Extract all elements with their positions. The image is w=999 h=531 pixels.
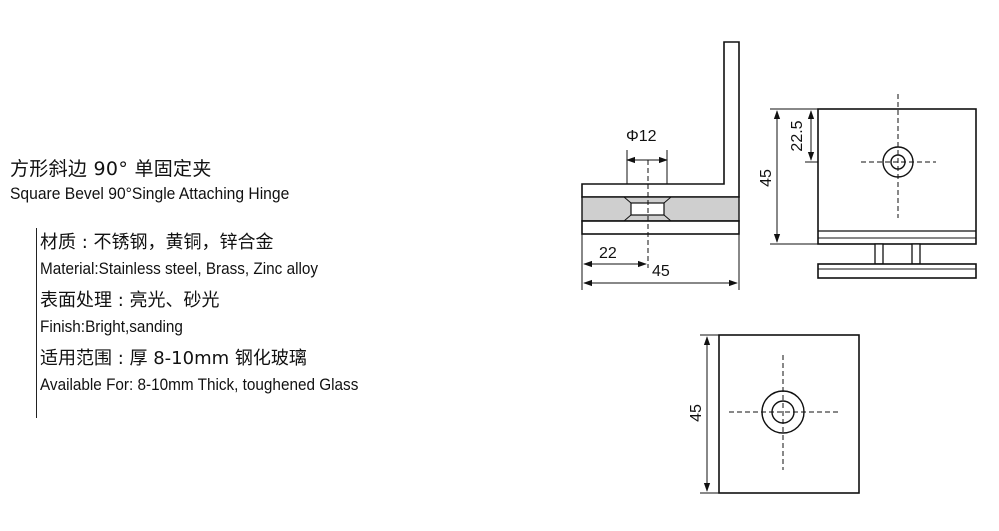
- front-view-post-right: [911, 243, 921, 265]
- front-view-bottom-plate: [817, 263, 977, 279]
- dimension-bottom-height: 45: [688, 404, 705, 422]
- dimension-hole-offset: 22.5: [789, 120, 806, 151]
- material-label-en: Material:Stainless steel, Brass, Zinc al…: [40, 259, 319, 278]
- finish-label-en: Finish:Bright,sanding: [40, 317, 183, 336]
- dimension-offset: 22: [599, 245, 617, 262]
- finish-label-cn: 表面处理 : 亮光、砂光: [40, 290, 220, 311]
- side-view: Φ12 22 45: [581, 41, 740, 290]
- front-view: 45 22.5: [758, 94, 977, 279]
- dimension-width: 45: [652, 263, 670, 280]
- front-view-plate: [817, 108, 977, 245]
- product-title-en: Square Bevel 90°Single Attaching Hinge: [10, 184, 290, 203]
- side-view-bottom-plate: [581, 220, 740, 235]
- spec-list: 材质 : 不锈钢，黄铜，锌合金 Material:Stainless steel…: [36, 228, 480, 418]
- bottom-view-plate: [718, 334, 860, 494]
- usage-label-cn: 适用范围 : 厚 8-10mm 钢化玻璃: [40, 348, 307, 369]
- product-title-cn: 方形斜边 90° 单固定夹: [10, 158, 212, 180]
- material-label-cn: 材质 : 不锈钢，黄铜，锌合金: [40, 232, 274, 253]
- bottom-view: 45: [688, 334, 860, 494]
- usage-label-en: Available For: 8-10mm Thick, toughened G…: [40, 375, 359, 394]
- dimension-front-height: 45: [758, 169, 775, 187]
- front-view-post-left: [874, 243, 884, 265]
- side-view-l-bracket: [581, 41, 740, 198]
- dimension-hole-diameter: Φ12: [626, 128, 657, 145]
